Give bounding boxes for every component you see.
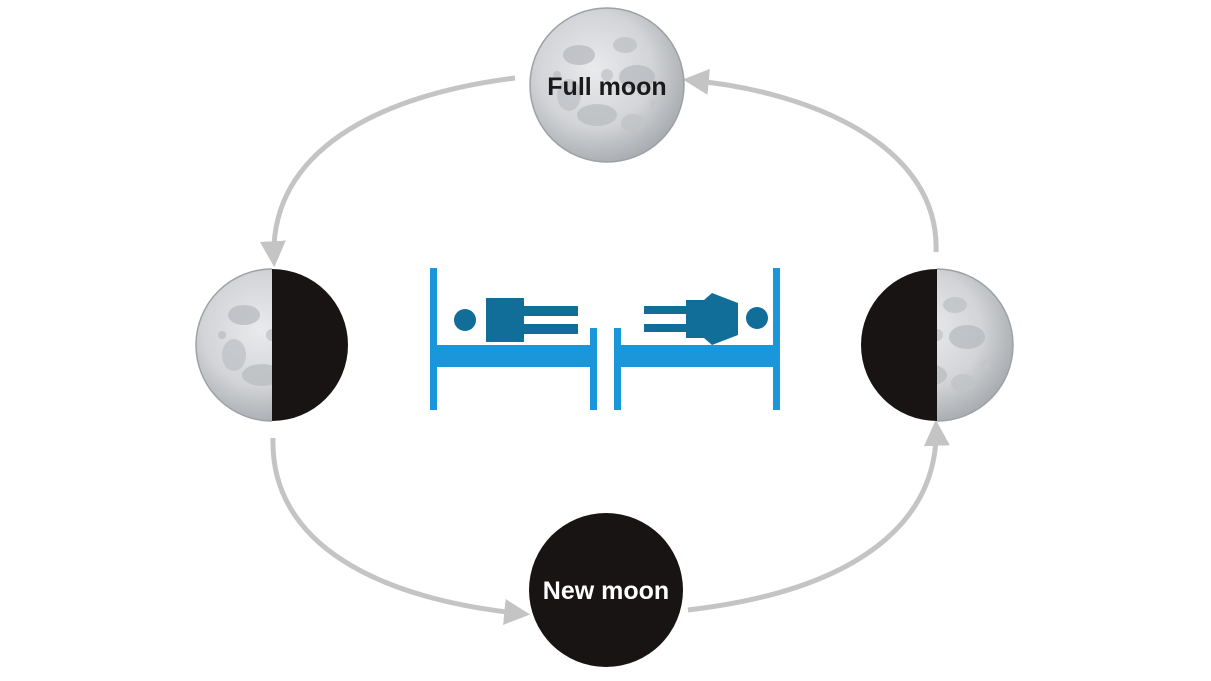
arrow-left-half-to-new: [270, 437, 531, 625]
half-moon-lit-right-icon: [861, 268, 1014, 422]
new-moon-label: New moon: [543, 577, 669, 605]
bed-left-icon: [430, 268, 597, 410]
person-sleeping-head-right-icon: [644, 293, 768, 345]
half-moon-lit-left-icon: [195, 268, 348, 422]
full-moon-icon: [529, 7, 685, 163]
new-moon-icon: [529, 513, 683, 667]
person-sleeping-head-left-icon: [454, 298, 578, 342]
bed-right-icon: [614, 268, 780, 410]
arrow-full-to-left-half: [259, 75, 516, 268]
arrow-new-to-right-half: [687, 419, 950, 613]
arrow-right-half-to-full: [682, 68, 939, 253]
full-moon-label: Full moon: [547, 73, 666, 101]
